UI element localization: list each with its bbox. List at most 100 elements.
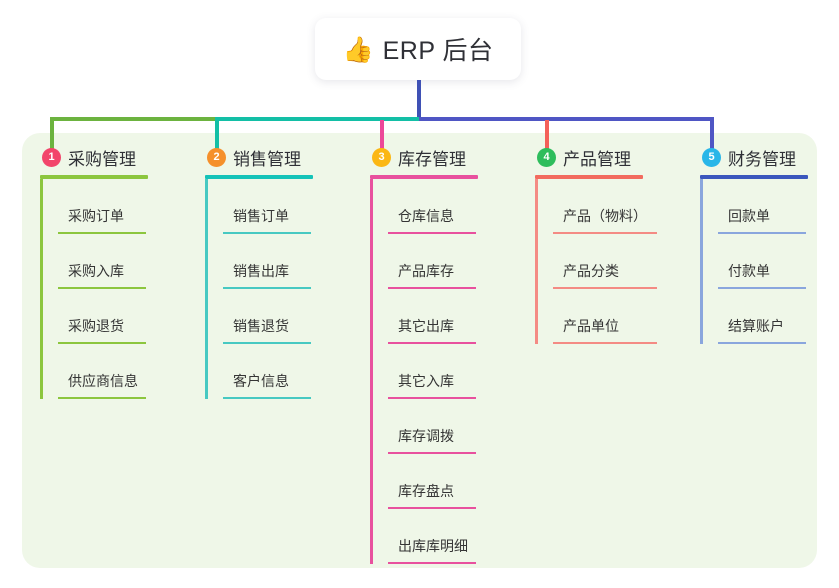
- branch-column-3: 3 库存管理仓库信息产品库存其它出库其它入库库存调拨库存盘点出库库明细: [370, 145, 478, 564]
- branch-item-label: 产品库存: [398, 263, 454, 279]
- branch-header-rule: [370, 175, 478, 179]
- branch-header-rule: [535, 175, 643, 179]
- branch-item[interactable]: 库存调拨: [388, 399, 478, 454]
- drop-connector-5: [710, 120, 714, 153]
- branch-item[interactable]: 产品单位: [553, 289, 657, 344]
- branch-item[interactable]: 库存盘点: [388, 454, 478, 509]
- branch-item-rule: [388, 232, 476, 234]
- branch-spine: [535, 179, 538, 344]
- branch-item-label: 产品（物料）: [563, 208, 647, 224]
- branch-item[interactable]: 产品分类: [553, 234, 657, 289]
- branch-header-3[interactable]: 3 库存管理: [370, 145, 478, 169]
- branch-spine: [205, 179, 208, 399]
- branch-spine: [700, 179, 703, 344]
- drop-connector-3: [380, 120, 384, 153]
- branch-item-label: 采购订单: [68, 208, 124, 224]
- branch-item[interactable]: 客户信息: [223, 344, 313, 399]
- branch-column-4: 4 产品管理产品（物料） 产品分类产品单位: [535, 145, 657, 344]
- branch-item-label: 产品分类: [563, 263, 619, 279]
- bus-segment-3: [419, 117, 714, 121]
- bus-segment-1: [50, 117, 219, 121]
- branch-item-label: 库存调拨: [398, 428, 454, 444]
- branch-item-rule: [388, 397, 476, 399]
- drop-connector-4: [545, 120, 549, 153]
- branch-item-rule: [553, 232, 657, 234]
- branch-header-rule: [700, 175, 808, 179]
- branch-column-1: 1 采购管理采购订单采购入库采购退货供应商信息: [40, 145, 148, 399]
- branch-item-label: 库存盘点: [398, 483, 454, 499]
- branch-item[interactable]: 产品库存: [388, 234, 478, 289]
- branch-item-rule: [553, 287, 657, 289]
- branch-item-label: 仓库信息: [398, 208, 454, 224]
- branch-item[interactable]: 其它出库: [388, 289, 478, 344]
- branch-number-badge: 4: [537, 147, 556, 167]
- branch-item-rule: [58, 232, 146, 234]
- branch-item[interactable]: 出库库明细: [388, 509, 478, 564]
- branches-panel: [22, 133, 817, 568]
- branch-item-rule: [223, 397, 311, 399]
- branch-item[interactable]: 回款单: [718, 179, 808, 234]
- branch-item-list: 产品（物料） 产品分类产品单位: [535, 179, 657, 344]
- branch-item[interactable]: 采购订单: [58, 179, 148, 234]
- branch-item-rule: [718, 232, 806, 234]
- branch-item-list: 采购订单采购入库采购退货供应商信息: [40, 179, 148, 399]
- drop-connector-2: [215, 120, 219, 153]
- branch-item[interactable]: 采购入库: [58, 234, 148, 289]
- branch-item-label: 销售订单: [233, 208, 289, 224]
- branch-title: 产品管理: [563, 149, 631, 169]
- branch-item[interactable]: 供应商信息: [58, 344, 148, 399]
- branch-item-list: 销售订单销售出库销售退货客户信息: [205, 179, 313, 399]
- branch-number-badge: 5: [702, 147, 721, 167]
- branch-item-rule: [388, 342, 476, 344]
- branch-item-label: 供应商信息: [68, 373, 138, 389]
- branch-item-label: 采购入库: [68, 263, 124, 279]
- branch-item[interactable]: 其它入库: [388, 344, 478, 399]
- branch-item-rule: [718, 287, 806, 289]
- root-node[interactable]: 👍 ERP 后台: [315, 18, 521, 80]
- branch-column-5: 5 财务管理回款单付款单结算账户: [700, 145, 808, 344]
- branch-item-rule: [388, 287, 476, 289]
- branch-item-label: 销售出库: [233, 263, 289, 279]
- branch-item-rule: [388, 562, 476, 564]
- bus-segment-2: [215, 117, 423, 121]
- branch-item-list: 仓库信息产品库存其它出库其它入库库存调拨库存盘点出库库明细: [370, 179, 478, 564]
- branch-item-rule: [223, 232, 311, 234]
- branch-item-rule: [388, 507, 476, 509]
- branch-item-rule: [58, 342, 146, 344]
- branch-item-label: 付款单: [728, 263, 770, 279]
- branch-number-badge: 3: [372, 147, 391, 167]
- branch-item-rule: [58, 287, 146, 289]
- branch-item[interactable]: 销售订单: [223, 179, 313, 234]
- branch-item[interactable]: 结算账户: [718, 289, 808, 344]
- branch-header-5[interactable]: 5 财务管理: [700, 145, 808, 169]
- branch-item-rule: [58, 397, 146, 399]
- branch-item[interactable]: 产品（物料）: [553, 179, 657, 234]
- branch-item[interactable]: 付款单: [718, 234, 808, 289]
- branch-item-label: 其它出库: [398, 318, 454, 334]
- branch-item[interactable]: 采购退货: [58, 289, 148, 344]
- branch-item[interactable]: 销售退货: [223, 289, 313, 344]
- branch-item-label: 回款单: [728, 208, 770, 224]
- branch-number-badge: 2: [207, 147, 226, 167]
- branch-item[interactable]: 仓库信息: [388, 179, 478, 234]
- drop-connector-1: [50, 120, 54, 153]
- branch-item-label: 其它入库: [398, 373, 454, 389]
- root-node-title: ERP 后台: [382, 37, 494, 65]
- branch-title: 财务管理: [728, 149, 796, 169]
- branch-item-rule: [553, 342, 657, 344]
- root-trunk-connector: [417, 80, 421, 120]
- branch-number-badge: 1: [42, 147, 61, 167]
- branch-header-rule: [40, 175, 148, 179]
- branch-item-label: 销售退货: [233, 318, 289, 334]
- branch-title: 采购管理: [68, 149, 136, 169]
- branch-header-1[interactable]: 1 采购管理: [40, 145, 148, 169]
- branch-item-label: 采购退货: [68, 318, 124, 334]
- branch-item-label: 出库库明细: [398, 538, 468, 554]
- branch-header-4[interactable]: 4 产品管理: [535, 145, 643, 169]
- branch-item[interactable]: 销售出库: [223, 234, 313, 289]
- branch-item-rule: [388, 452, 476, 454]
- branch-title: 库存管理: [398, 149, 466, 169]
- branch-spine: [40, 179, 43, 399]
- branch-spine: [370, 179, 373, 564]
